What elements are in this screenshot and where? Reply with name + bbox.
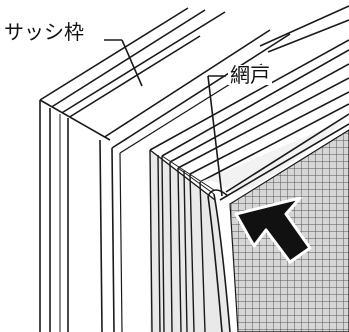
sash-frame-top-rail (39, 5, 349, 183)
sash-leader-line-diagonal (121, 39, 143, 87)
screen-door-label: 網戸 (228, 63, 272, 87)
screen-door-frame (200, 113, 349, 332)
screen-leader-line-diagonal (207, 75, 223, 197)
sash-frame-inner-channels (149, 149, 230, 332)
arrow-icon (234, 196, 312, 264)
sash-frame-label: サッシ枠 (4, 20, 84, 44)
sash-frame-left-stile (39, 99, 123, 332)
leader-lines (104, 39, 226, 197)
